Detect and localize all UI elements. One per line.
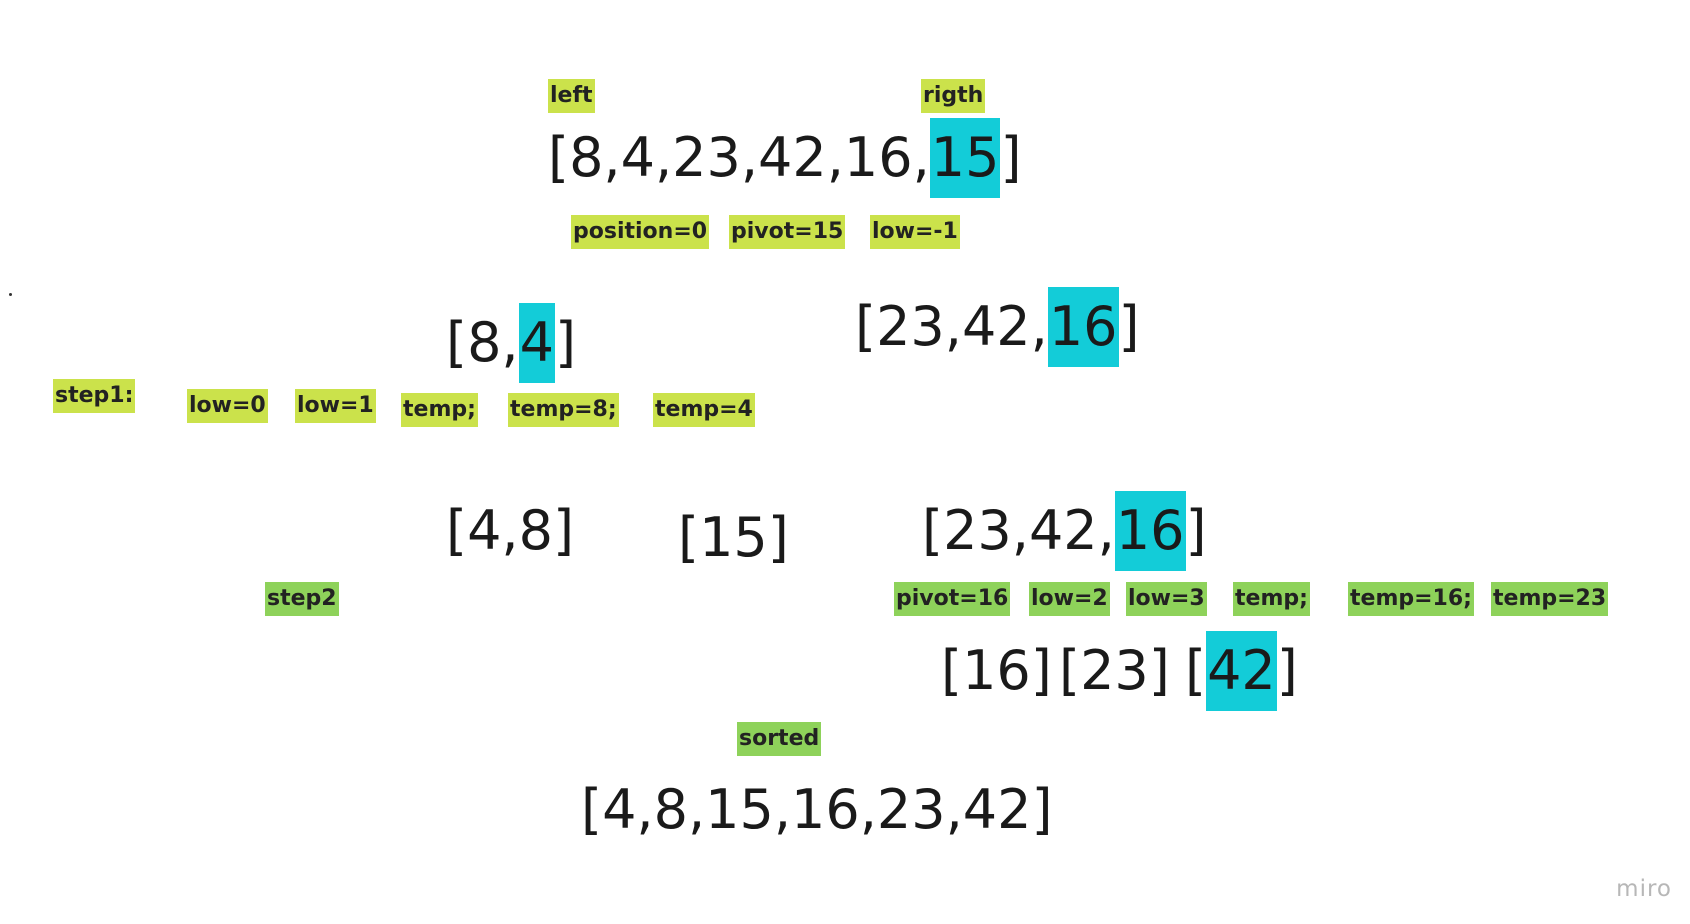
array-left-sorted[interactable]: [4,8] <box>446 499 575 562</box>
array-sub16[interactable]: [16] <box>941 639 1052 702</box>
sticker-step2[interactable]: step2 <box>265 582 339 616</box>
array-right-split[interactable]: [23,42,16] <box>855 287 1140 367</box>
array-left-split-values: [8, <box>446 311 519 374</box>
sticker-temp4[interactable]: temp=4 <box>653 393 755 427</box>
array-right-split-values: [23,42, <box>855 295 1048 358</box>
array-sub23[interactable]: [23] <box>1059 639 1170 702</box>
array-right-repeat-pivot: 16 <box>1114 491 1186 571</box>
sticker-temp23[interactable]: temp=23 <box>1491 582 1609 616</box>
array-right-split-close: ] <box>1118 295 1140 358</box>
sticker-position[interactable]: position=0 <box>571 215 710 249</box>
array-sub42-pivot: 42 <box>1206 631 1277 711</box>
array-sub42-close: ] <box>1276 639 1298 702</box>
array-middle[interactable]: [15] <box>678 506 789 569</box>
sticker-pivot16[interactable]: pivot=16 <box>894 582 1011 616</box>
array-right-repeat-values: [23,42, <box>922 499 1115 562</box>
array-initial-values: [8,4,23,42,16, <box>548 126 930 189</box>
array-left-split[interactable]: [8,4] <box>446 303 577 383</box>
sticker-temp-a[interactable]: temp; <box>401 393 478 427</box>
array-left-split-close: ] <box>554 311 577 374</box>
sticker-low3[interactable]: low=3 <box>1126 582 1207 616</box>
array-initial-close: ] <box>1000 126 1022 189</box>
array-sub42-open: [ <box>1185 639 1207 702</box>
array-final-sorted[interactable]: [4,8,15,16,23,42] <box>581 778 1053 841</box>
miro-logo: miro <box>1616 876 1672 902</box>
sticker-low0[interactable]: low=0 <box>187 389 268 423</box>
sticker-temp8[interactable]: temp=8; <box>508 393 619 427</box>
array-right-split-pivot: 16 <box>1047 287 1119 367</box>
array-initial-pivot: 15 <box>929 118 1001 198</box>
array-left-split-pivot: 4 <box>518 303 555 383</box>
sticker-sorted[interactable]: sorted <box>737 722 822 756</box>
stray-dot <box>9 293 12 296</box>
array-sub42[interactable]: [42] <box>1185 631 1298 711</box>
sticker-pivot[interactable]: pivot=15 <box>729 215 846 249</box>
sticker-step1[interactable]: step1: <box>53 379 136 413</box>
sticker-left[interactable]: left <box>548 79 595 113</box>
sticker-low-neg1[interactable]: low=-1 <box>870 215 960 249</box>
sticker-right[interactable]: rigth <box>921 79 986 113</box>
sticker-temp-b[interactable]: temp; <box>1233 582 1310 616</box>
array-right-repeat-close: ] <box>1185 499 1207 562</box>
sticker-low2[interactable]: low=2 <box>1029 582 1110 616</box>
array-initial[interactable]: [8,4,23,42,16,15] <box>548 118 1022 198</box>
sticker-low1[interactable]: low=1 <box>295 389 376 423</box>
sticker-temp16[interactable]: temp=16; <box>1348 582 1474 616</box>
array-right-repeat[interactable]: [23,42,16] <box>922 491 1207 571</box>
